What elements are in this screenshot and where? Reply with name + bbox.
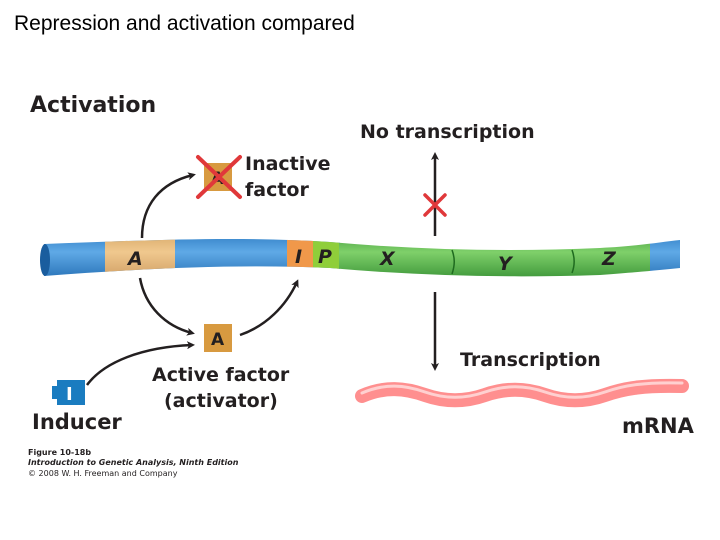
arrow-inducer-to-active-icon (85, 341, 195, 386)
gene-divider (571, 249, 575, 274)
gene-x-label: X (379, 248, 396, 270)
arrow-active-to-operator-icon (239, 279, 299, 337)
gene-divider (451, 249, 455, 275)
gene-y-label: Y (498, 253, 514, 275)
operator-i-label: I (295, 246, 302, 268)
inactive-factor-label-2: factor (245, 179, 309, 201)
inducer-symbol: I (66, 384, 73, 405)
inducer-icon (52, 380, 85, 405)
mrna-highlight (360, 381, 684, 399)
no-transcription-label: No transcription (360, 121, 535, 143)
active-factor-letter: A (211, 330, 225, 350)
active-factor-box (204, 324, 232, 352)
arrow-to-active-icon (138, 277, 195, 336)
dna-end-cap (40, 244, 50, 276)
inactive-cross-icon (196, 155, 242, 199)
transcription-label: Transcription (460, 349, 601, 371)
blocked-cross-icon (423, 193, 447, 217)
active-factor-label-2: (activator) (164, 390, 278, 412)
arrow-to-inactive-icon (140, 172, 196, 239)
active-factor-label-1: Active factor (152, 364, 290, 386)
gene-z-label: Z (601, 248, 617, 270)
segment-a-label: A (126, 248, 143, 270)
promoter-p-label: P (318, 246, 332, 268)
slide-title: Repression and activation compared (14, 12, 355, 35)
inactive-factor-label-1: Inactive (245, 153, 331, 175)
figure-caption-2: Introduction to Genetic Analysis, Ninth … (28, 458, 239, 467)
mrna-label: mRNA (622, 414, 695, 438)
figure-caption-1: Figure 10-18b (28, 448, 91, 457)
inducer-label: Inducer (32, 410, 122, 434)
mrna-strand (355, 378, 689, 408)
panel-title: Activation (30, 93, 156, 118)
figure-caption-3: © 2008 W. H. Freeman and Company (28, 469, 178, 478)
